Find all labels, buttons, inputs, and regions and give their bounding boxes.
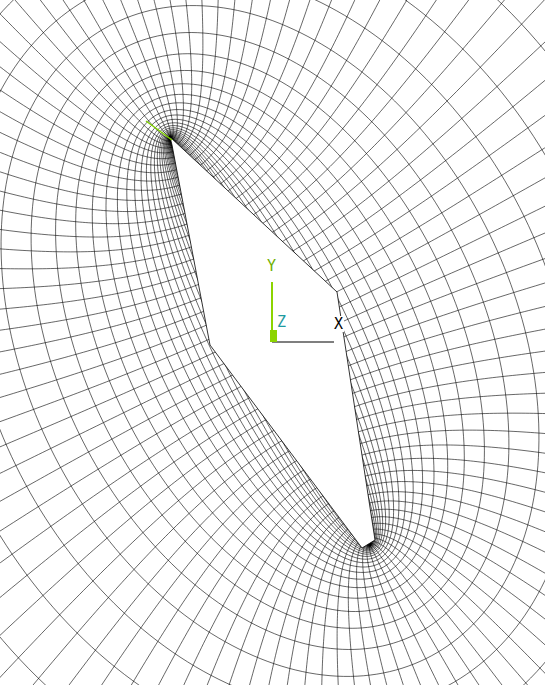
- mesh-line: [0, 0, 171, 141]
- axis-label: Z: [276, 314, 287, 330]
- mesh-line: [354, 501, 545, 685]
- mesh-line: [0, 97, 197, 211]
- mesh-line: [57, 468, 329, 685]
- mesh-line: [357, 509, 545, 685]
- mesh-line: [180, 0, 218, 154]
- x-axis: [272, 341, 334, 342]
- mesh-line: [351, 492, 545, 654]
- mesh-line: [44, 0, 173, 138]
- mesh-line: [0, 355, 272, 619]
- mesh-line: [0, 392, 290, 685]
- axis-label: X: [333, 316, 344, 332]
- mesh-line: [0, 403, 296, 685]
- mesh-line: [154, 128, 385, 554]
- mesh-line: [0, 415, 302, 685]
- mesh-line: [363, 523, 545, 685]
- axis-label: Y: [266, 258, 277, 274]
- z-axis: [270, 330, 277, 342]
- mesh-line: [0, 0, 186, 181]
- mesh-line: [321, 528, 359, 685]
- mesh-line: [0, 207, 210, 252]
- mesh-line: [135, 115, 406, 567]
- mesh-line: [250, 0, 545, 290]
- mesh-line: [244, 0, 545, 279]
- mesh-line: [225, 510, 350, 685]
- mesh-line: [92, 84, 447, 598]
- mesh-line: [0, 259, 226, 322]
- mesh-line: [160, 131, 381, 551]
- mesh-line: [146, 123, 393, 559]
- mesh-line: [12, 0, 170, 137]
- mesh-line: [183, 0, 245, 159]
- mesh-line: [206, 0, 450, 204]
- mesh-line: [363, 542, 464, 685]
- mesh-line: [221, 0, 545, 234]
- mesh-line: [157, 130, 382, 553]
- mesh-line: [367, 534, 545, 685]
- tip-marker: [146, 121, 172, 140]
- mesh-line: [260, 517, 354, 685]
- mesh-line: [0, 0, 177, 159]
- mesh-line: [227, 0, 545, 245]
- mesh-line: [232, 0, 545, 256]
- mesh-line: [109, 0, 183, 142]
- mesh-line: [194, 0, 350, 179]
- mesh-line: [166, 135, 375, 548]
- mesh-line: [76, 70, 465, 611]
- mesh-line: [191, 503, 347, 685]
- mesh-line: [337, 532, 363, 685]
- mesh-line: [216, 0, 514, 224]
- mesh-line: [369, 541, 545, 685]
- mesh-line: [186, 0, 280, 165]
- mesh-line: [177, 0, 203, 150]
- mesh-line: [0, 426, 308, 685]
- mesh-line: [370, 543, 545, 685]
- mesh-line: [56, 54, 485, 629]
- mesh-line: [142, 0, 191, 146]
- mesh-line: [0, 448, 319, 685]
- mesh-line: [369, 545, 527, 685]
- mesh-line: [0, 330, 260, 548]
- mesh-line: [0, 170, 205, 237]
- mesh-line: [1, 6, 539, 677]
- mesh-line: [0, 237, 215, 269]
- mesh-line: [190, 0, 315, 172]
- mesh-line: [357, 540, 431, 685]
- mesh-line: [0, 0, 172, 144]
- mesh-line: [343, 470, 545, 584]
- mesh-line: [295, 523, 357, 685]
- mesh-line: [0, 380, 284, 685]
- mesh-line: [368, 538, 545, 685]
- mesh-line: [25, 458, 323, 685]
- mesh-line: [117, 103, 422, 579]
- mesh-line: [31, 33, 509, 650]
- mesh-line: [238, 0, 545, 267]
- mesh-line: [90, 478, 334, 685]
- mesh-line: [0, 0, 180, 165]
- mesh-line: [347, 482, 545, 620]
- mesh-line: [0, 28, 189, 190]
- mesh-line: [0, 367, 278, 653]
- mesh-line: [0, 0, 173, 148]
- mesh-line: [370, 545, 545, 685]
- mesh-line: [365, 529, 545, 685]
- mesh-line: [76, 0, 177, 140]
- body-outline: [170, 137, 375, 548]
- mesh-line: [0, 343, 266, 584]
- mesh-line: [211, 0, 483, 214]
- mesh-line: [348, 536, 397, 685]
- mesh-line: [0, 270, 231, 360]
- mesh-line: [198, 0, 384, 187]
